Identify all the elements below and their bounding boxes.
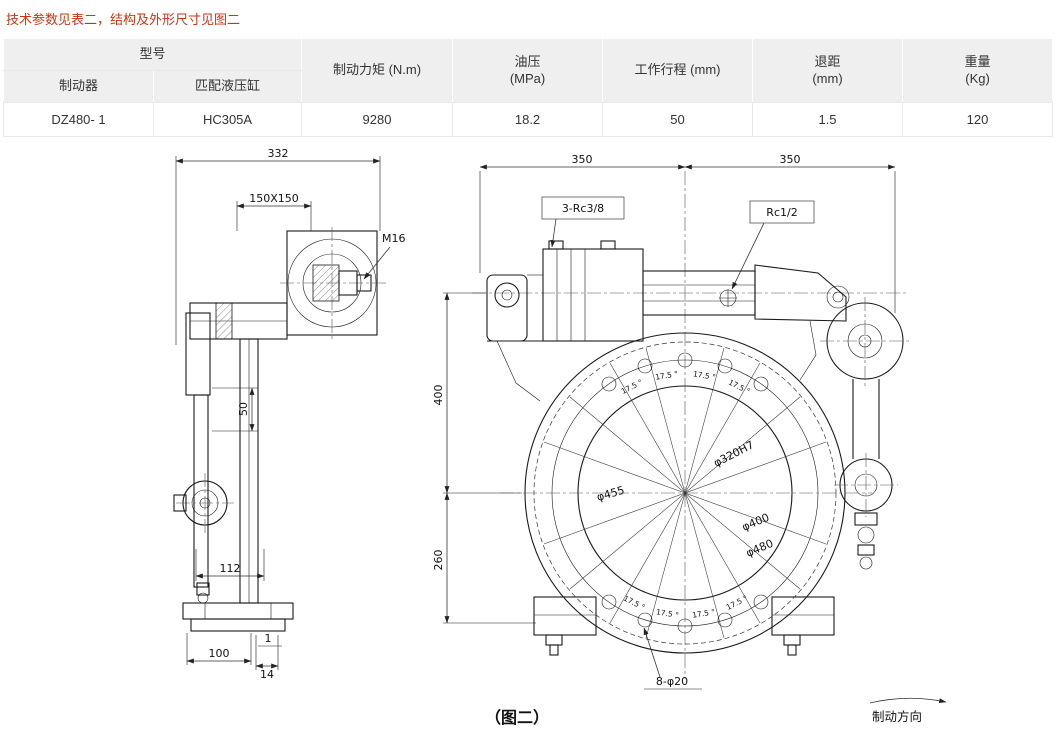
cell-torque: 9280 [301,102,454,137]
technical-note: 技术参数见表二，结构及外形尺寸见图二 [6,12,241,27]
spec-table: 型号 制动力矩 (N.m) 油压 (MPa) 工作行程 (mm) 退距 (mm)… [2,38,1054,137]
dim-150x150-label: 150X150 [249,192,299,205]
technical-drawing: 332 150X150 M16 50 [173,147,947,727]
angle-label: 17.5 ° [727,378,752,396]
header-retreat-line1: 退距 [814,54,841,70]
dia-320h7-label: φ320H7 [711,438,756,469]
dia-400-label: φ400 [740,511,771,534]
bolt-holes-label: 8-φ20 [656,675,688,688]
header-cylinder: 匹配液压缸 [152,70,303,103]
dim-1-label: 1 [265,632,272,645]
header-model-group: 型号 [2,38,303,71]
table-row: DZ480- 1 HC305A 9280 18.2 50 1.5 120 [3,102,1054,137]
angle-label: 17.5 ° [692,607,716,620]
header-retreat: 退距 (mm) [752,38,904,103]
dim-50-label: 50 [237,402,250,416]
port-rc38-label: 3-Rc3/8 [562,202,604,215]
cell-stroke: 50 [602,102,754,137]
header-brake: 制动器 [3,70,154,103]
dia-455-label: φ455 [595,484,626,504]
header-stroke: 工作行程 (mm) [602,38,754,103]
port-rc12-label: Rc1/2 [766,206,797,219]
header-weight-line1: 重量 [964,54,991,70]
header-weight: 重量 (Kg) [902,38,1054,103]
cell-weight: 120 [902,102,1054,137]
cell-retreat: 1.5 [752,102,904,137]
dim-14-label: 14 [260,668,274,681]
brake-direction-label: 制动方向 [872,709,922,724]
dim-332-label: 332 [268,147,289,160]
cell-oil-pressure: 18.2 [452,102,604,137]
angle-label: 17.5 ° [692,369,716,382]
angle-label: 17.5 ° [622,594,647,612]
header-oil-pressure-line1: 油压 [514,54,541,70]
angle-label: 17.5 ° [655,369,679,382]
cell-cylinder-model: HC305A [152,102,303,137]
dim-400-label: 400 [432,385,445,406]
header-torque: 制动力矩 (N.m) [301,38,454,103]
dim-100-label: 100 [209,647,230,660]
dia-480-label: φ480 [744,537,775,560]
dim-m16-label: M16 [382,232,406,245]
header-oil-pressure-line2: (MPa) [509,70,546,86]
front-view: 350 350 3-Rc3/8 Rc1/2 [432,153,947,724]
header-retreat-line2: (mm) [812,70,843,86]
dim-260-label: 260 [432,550,445,571]
dim-112-label: 112 [220,562,241,575]
angle-label: 17.5 ° [620,377,645,395]
angle-label: 17.5 ° [725,593,750,611]
header-oil-pressure: 油压 (MPa) [452,38,604,103]
brake-disc: 17.5 ° 17.5 ° 17.5 ° 17.5 ° 17.5 ° 17.5 … [500,332,872,654]
angle-label: 17.5 ° [655,607,679,620]
figure-caption: （图二） [485,708,549,727]
dim-350-left-label: 350 [572,153,593,166]
dim-350-right-label: 350 [780,153,801,166]
side-view: 332 150X150 M16 50 [173,147,406,681]
header-weight-line2: (Kg) [965,70,990,86]
cell-brake-model: DZ480- 1 [3,102,154,137]
figure-two-drawing: 332 150X150 M16 50 [0,145,1055,745]
